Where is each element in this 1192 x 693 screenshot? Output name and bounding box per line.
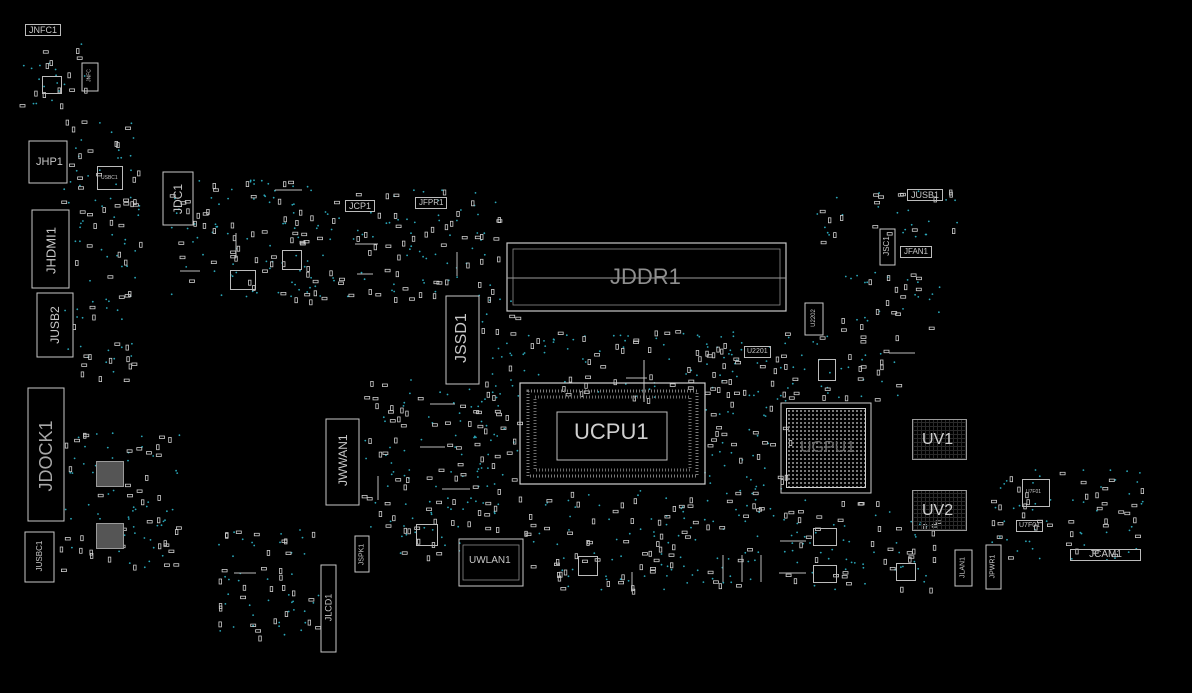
jusb2-label: JUSB2: [48, 306, 62, 344]
jhp1-label: JHP1: [36, 156, 63, 168]
jfan1-tag: JFAN1: [900, 246, 933, 258]
u2201-tag: U2201: [744, 346, 771, 358]
ic-block-3: [416, 524, 438, 546]
jlan1-label: JLAN1: [959, 557, 967, 579]
jnfc-small-outline: [81, 62, 99, 92]
u7f01-tag: U7F01: [1016, 520, 1044, 532]
ugpu1-outline: [780, 402, 872, 494]
jcp1-tag: JCP1: [345, 200, 376, 212]
jdc1-label: JDC1: [171, 184, 185, 215]
uv2-chip: [912, 490, 967, 531]
ic-block-8: [813, 565, 837, 583]
jdc1-outline: [162, 171, 194, 226]
jcam1-tag: JCAM1: [1070, 549, 1141, 561]
jusb2-outline: [36, 292, 74, 358]
jusbc1-outline: [24, 531, 55, 583]
jddr1-outline: [506, 242, 787, 312]
u2202-label: U2202: [811, 309, 817, 327]
usbc1-chip-label: USBC1: [101, 175, 118, 181]
jddr1-label: JDDR1: [610, 264, 681, 289]
jlcd1-outline: [320, 564, 337, 653]
uv2-label: UV2: [922, 502, 954, 519]
ucpu1-label: UCPU1: [574, 419, 649, 444]
jhdmi1-outline: [31, 209, 70, 289]
ic-block-5: [896, 563, 916, 581]
smd-components: [19, 48, 1144, 642]
jusbc1-label: JUSBC1: [35, 540, 44, 572]
ic-block-2: [282, 250, 302, 270]
jusb1-tag: JUSB1: [907, 189, 944, 201]
ic-block-6: [818, 359, 836, 381]
ugpu1-ball-grid: [786, 408, 866, 488]
uwlan1-label: UWLAN1: [469, 555, 511, 566]
jhp1-outline: [28, 140, 68, 184]
jspk1-label: JSPK1: [358, 543, 366, 566]
jwwan1-label: JWWAN1: [336, 434, 350, 486]
jfpr1-tag: JFPR1: [415, 197, 448, 209]
jpwr1-label: JPWR1: [989, 554, 997, 579]
uwlan1-outline: [458, 538, 524, 587]
jssd1-label: JSSD1: [453, 313, 470, 363]
jdock1-outline: [27, 387, 65, 522]
jhdmi1-label: JHDMI1: [43, 227, 59, 274]
jspk1-outline: [354, 535, 370, 573]
jlcd1-label: JLCD1: [323, 593, 334, 622]
jsc1-label: JSC1: [882, 236, 891, 256]
jnfc1-tag: JNFC1: [25, 24, 62, 36]
u7f01-ic: [1022, 479, 1050, 507]
test-point-vias: [22, 43, 1144, 636]
ucpu1-outline: [519, 382, 706, 485]
uv1-label: UV1: [922, 431, 954, 448]
uqfn-chip-2: [96, 523, 124, 549]
jwwan1-outline: [325, 418, 360, 506]
jlan1-outline: [954, 549, 973, 587]
u7f01-chip-label: U7F01: [1026, 489, 1042, 495]
nfc-ic: [42, 76, 62, 94]
jnfc-small-label: JNFC: [86, 69, 93, 82]
ugpu1-label: UGPU1: [800, 439, 856, 456]
ic-block-4: [578, 556, 598, 576]
ic-block-7: [813, 528, 837, 546]
ic-block-1: [230, 270, 256, 290]
u2202-outline: [804, 302, 824, 336]
jpwr1-outline: [985, 544, 1002, 590]
uv1-chip: [912, 419, 967, 460]
usbc1-ic: [97, 166, 123, 190]
jdock1-label: JDOCK1: [36, 420, 56, 492]
uqfn-chip-1: [96, 461, 124, 487]
jsc1-outline: [879, 228, 896, 266]
jssd1-outline: [445, 295, 480, 385]
